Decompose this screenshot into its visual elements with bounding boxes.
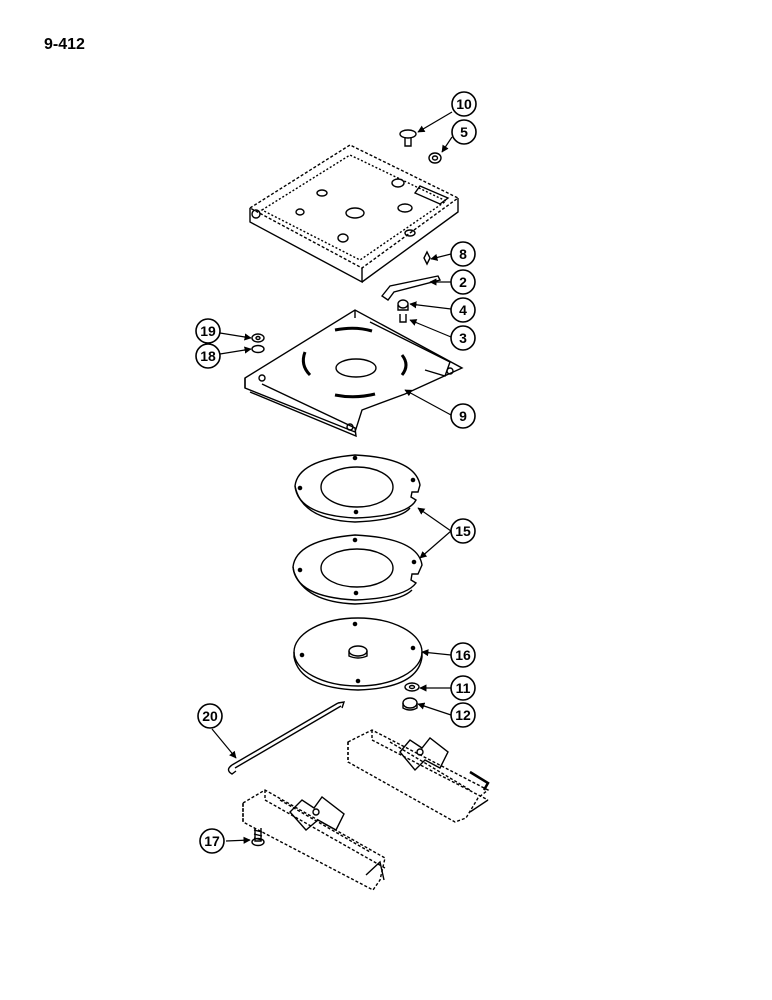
callout-12: 12 [450,702,476,728]
callout-11: 11 [450,675,476,701]
bolt-10-part [399,129,417,147]
callout-2: 2 [450,269,476,295]
washer-18-part [251,344,265,354]
svg-text:10: 10 [456,96,472,112]
spacer-ring-lower [292,534,423,605]
svg-text:16: 16 [455,647,471,663]
svg-text:2: 2 [459,274,467,290]
svg-text:3: 3 [459,330,467,346]
rod-20-part [227,701,346,775]
callout-15: 15 [450,518,476,544]
callout-9: 9 [450,403,476,429]
svg-text:19: 19 [200,323,216,339]
callout-19: 19 [195,318,221,344]
callout-5: 5 [451,119,477,145]
svg-text:9: 9 [459,408,467,424]
callout-20: 20 [197,703,223,729]
svg-text:11: 11 [456,680,471,696]
nut-12-part [402,697,418,711]
callout-8: 8 [450,241,476,267]
swivel-plate [244,309,464,438]
callout-17: 17 [199,828,225,854]
svg-text:12: 12 [455,707,471,723]
svg-text:4: 4 [459,302,467,318]
leader-lines [211,111,453,844]
washer-19-part [251,333,265,343]
svg-text:20: 20 [202,708,218,724]
svg-text:5: 5 [460,124,468,140]
slide-rail-right [347,729,490,823]
svg-text:18: 18 [200,348,216,364]
svg-text:15: 15 [455,523,471,539]
callout-4: 4 [450,297,476,323]
spacer-ring-upper [294,454,421,523]
svg-text:17: 17 [204,833,220,849]
page-number: 9-412 [44,36,85,53]
bolt-17-part [251,828,265,847]
callout-10: 10 [451,91,477,117]
callout-16: 16 [450,642,476,668]
washer-11-part [404,682,420,692]
base-disc [293,617,423,691]
callout-18: 18 [195,343,221,369]
seat-pan-frame [248,144,460,284]
latch-lever-part [380,250,442,323]
slide-rail-left [242,789,386,891]
svg-text:8: 8 [459,246,467,262]
nut-5-part [428,152,442,164]
callout-3: 3 [450,325,476,351]
